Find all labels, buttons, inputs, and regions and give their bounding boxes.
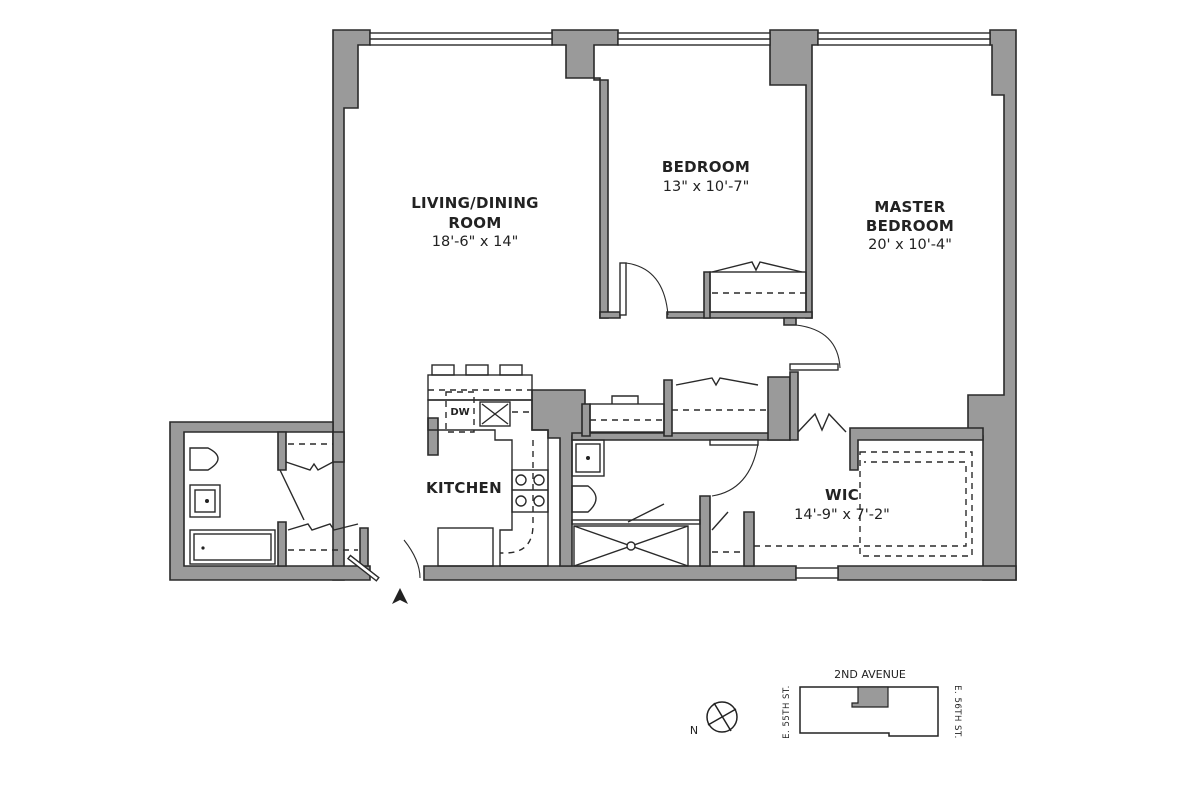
living-room-name-1: LIVING/DINING bbox=[411, 194, 539, 212]
master-bedroom-dims: 20' x 10'-4" bbox=[868, 237, 952, 253]
stool bbox=[465, 364, 489, 376]
sink-icon bbox=[189, 484, 221, 518]
compass: N bbox=[690, 701, 738, 737]
stool bbox=[499, 364, 523, 376]
bathtub-icon bbox=[189, 529, 276, 565]
key-plan: 2ND AVENUE E. 55TH ST. E. 56TH ST. bbox=[782, 668, 962, 739]
wic-dims: 14'-9" x 7'-2" bbox=[794, 507, 890, 523]
stool bbox=[431, 364, 455, 376]
fixtures bbox=[189, 261, 973, 567]
north-label: N bbox=[690, 724, 698, 737]
key-plan-left-street: E. 55TH ST. bbox=[782, 685, 792, 739]
dishwasher-label: DW bbox=[450, 407, 469, 418]
unit-location bbox=[851, 686, 889, 708]
living-room-dims: 18'-6" x 14" bbox=[432, 234, 518, 250]
walls bbox=[169, 29, 1017, 581]
building-outline bbox=[799, 686, 939, 737]
wic-name: WIC bbox=[825, 486, 859, 504]
kitchen-sink-icon bbox=[479, 401, 511, 427]
bedroom-name: BEDROOM bbox=[662, 158, 750, 176]
key-plan-top-street: 2ND AVENUE bbox=[834, 668, 906, 681]
compass-icon bbox=[706, 701, 738, 733]
living-room-name-2: ROOM bbox=[448, 214, 501, 232]
toilet-icon bbox=[189, 447, 219, 471]
master-bedroom-name-1: MASTER bbox=[874, 198, 945, 216]
refrigerator-icon bbox=[437, 527, 494, 567]
key-plan-right-street: E. 56TH ST. bbox=[952, 685, 962, 739]
windows bbox=[369, 32, 991, 579]
room-labels: LIVING/DINING ROOM 18'-6" x 14" BEDROOM … bbox=[411, 158, 954, 523]
stove-icon bbox=[511, 469, 549, 513]
sink-icon bbox=[571, 439, 605, 477]
entry-arrow-icon bbox=[392, 588, 408, 604]
kitchen-name: KITCHEN bbox=[426, 479, 502, 497]
shower-icon bbox=[573, 525, 689, 567]
toilet-icon bbox=[571, 485, 597, 513]
master-bedroom-name-2: BEDROOM bbox=[866, 217, 954, 235]
doors bbox=[346, 262, 841, 582]
bedroom-dims: 13" x 10'-7" bbox=[663, 179, 749, 195]
